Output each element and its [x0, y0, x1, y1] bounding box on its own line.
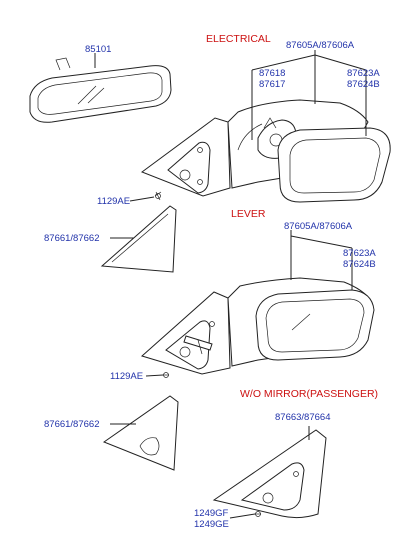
section-wo-mirror: W/O MIRROR(PASSENGER): [240, 388, 378, 400]
label-electrical-glass-2: 87624B: [347, 79, 380, 90]
label-inner-mirror: 85101: [85, 44, 111, 55]
label-lever-cover: 87661/87662: [44, 419, 99, 430]
label-electrical-motor-2: 87617: [259, 79, 285, 90]
electrical-cover: [100, 205, 177, 273]
label-electrical-assy: 87605A/87606A: [286, 40, 355, 51]
wo-mirror-cover: [212, 426, 327, 519]
label-lever-glass-2: 87624B: [343, 259, 376, 270]
label-electrical-motor-1: 87618: [259, 68, 285, 79]
electrical-mirror: [129, 50, 391, 203]
lever-cover: [102, 395, 179, 471]
label-lever-screw: 1129AE: [110, 371, 143, 382]
label-lever-glass-1: 87623A: [343, 248, 376, 259]
label-electrical-screw: 1129AE: [97, 196, 130, 207]
label-wo-screw-1: 1249GF: [194, 508, 229, 519]
lever-mirror: [140, 230, 375, 378]
section-lever: LEVER: [231, 208, 266, 220]
label-wo-screw-2: 1249GE: [194, 519, 229, 530]
inner-mirror: [29, 53, 172, 123]
section-electrical: ELECTRICAL: [206, 33, 271, 45]
label-electrical-cover: 87661/87662: [44, 233, 99, 244]
label-electrical-glass-1: 87623A: [347, 68, 380, 79]
label-lever-assy: 87605A/87606A: [284, 221, 353, 232]
label-wo-assy: 87663/87664: [275, 412, 330, 423]
